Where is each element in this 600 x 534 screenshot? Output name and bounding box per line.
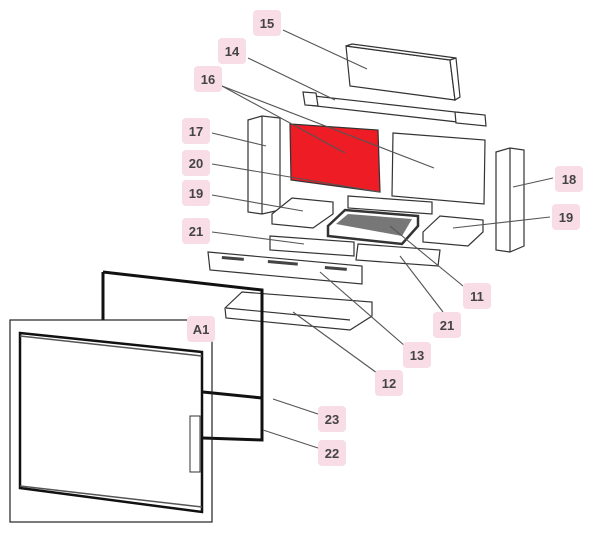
- part-label-22: 22: [318, 440, 346, 466]
- part-label-13: 13: [403, 342, 431, 368]
- part-label-19: 19: [182, 180, 210, 206]
- part-label-19: 19: [552, 204, 580, 230]
- part-label-18: 18: [555, 166, 583, 192]
- part-20: [347, 195, 433, 215]
- part-label-23: 23: [318, 406, 346, 432]
- leader-lines: [211, 29, 554, 449]
- part-19-right: [422, 215, 484, 247]
- part-21-right: [355, 243, 441, 267]
- part-label-21: 21: [182, 218, 210, 244]
- part-label-21: 21: [433, 312, 461, 338]
- part-label-a1: A1: [187, 316, 215, 342]
- part-18: [495, 147, 525, 253]
- part-16-highlighted: [289, 123, 381, 193]
- part-label-16: 16: [194, 66, 222, 92]
- part-13: [207, 251, 363, 285]
- part-14: [302, 91, 487, 127]
- part-label-20: 20: [182, 150, 210, 176]
- part-label-14: 14: [218, 38, 246, 64]
- part-label-17: 17: [182, 118, 210, 144]
- part-22-door-frame: [101, 270, 264, 442]
- part-11: [326, 208, 420, 246]
- assembly-a1-box: [9, 319, 213, 523]
- part-label-15: 15: [253, 10, 281, 36]
- part-label-12: 12: [375, 370, 403, 396]
- part-15: [345, 43, 461, 101]
- part-17: [247, 115, 281, 215]
- part-21-left: [269, 235, 355, 257]
- part-19-left: [271, 197, 334, 229]
- part-16: [391, 132, 486, 205]
- part-a1-door: [18, 331, 204, 514]
- part-label-11: 11: [463, 283, 491, 309]
